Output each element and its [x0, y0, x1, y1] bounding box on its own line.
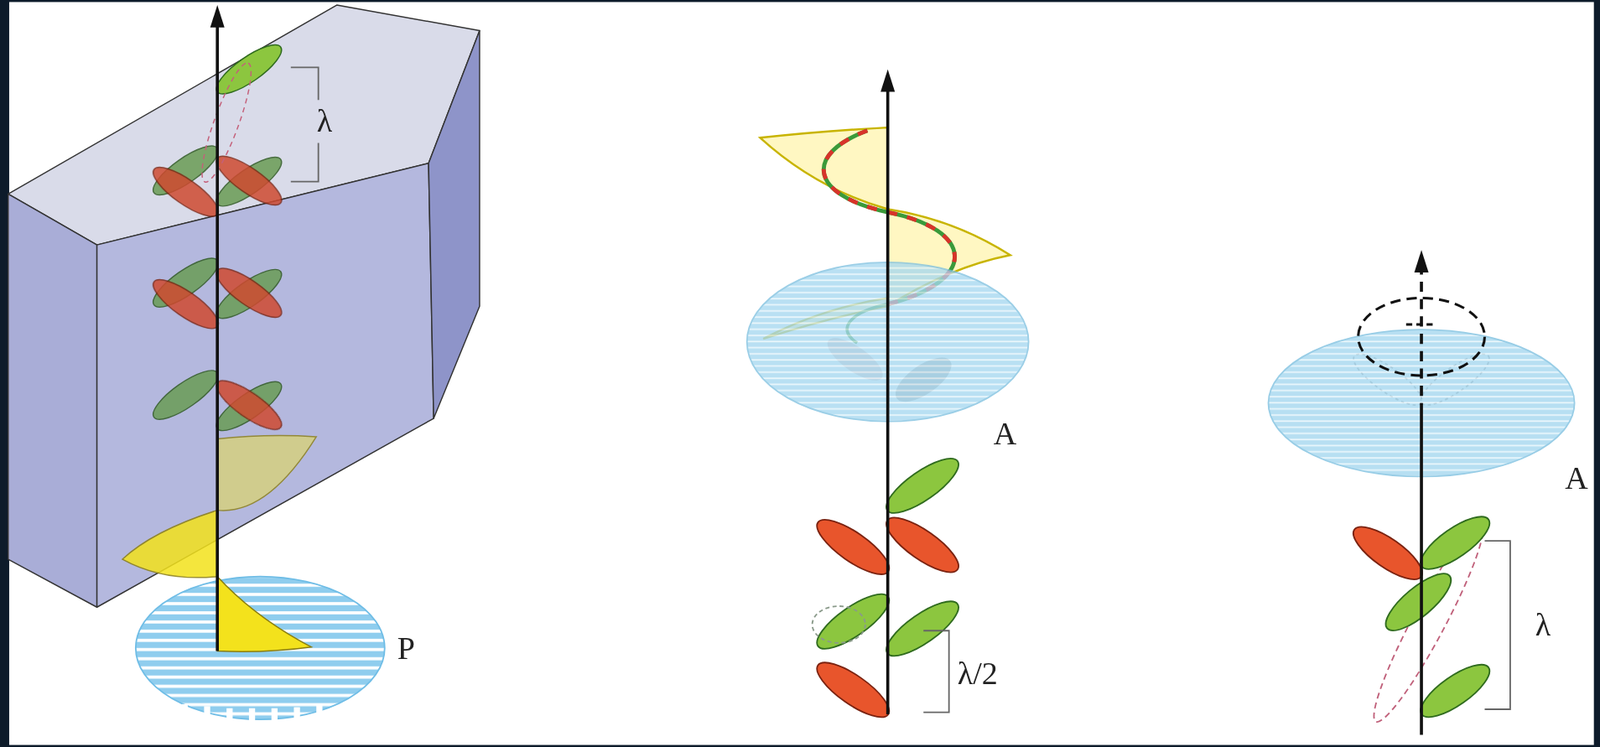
wave-label: λ	[1535, 608, 1551, 641]
wavelength-bracket	[1484, 540, 1510, 710]
wave-label: A	[1564, 462, 1588, 494]
propagation-axis	[880, 69, 895, 715]
wave-label: P	[397, 632, 416, 665]
wave-label: λ/2	[957, 657, 998, 690]
propagation-axis	[210, 5, 225, 651]
half-wavelength-bracket	[923, 630, 949, 712]
crystal	[8, 5, 480, 608]
polarized-wave	[122, 436, 317, 653]
polarizer	[135, 576, 385, 722]
propagation-axis	[1414, 249, 1429, 735]
wavelength-bracket	[290, 67, 319, 182]
wave-label: A	[993, 417, 1017, 450]
wave-label: λ	[316, 104, 333, 137]
